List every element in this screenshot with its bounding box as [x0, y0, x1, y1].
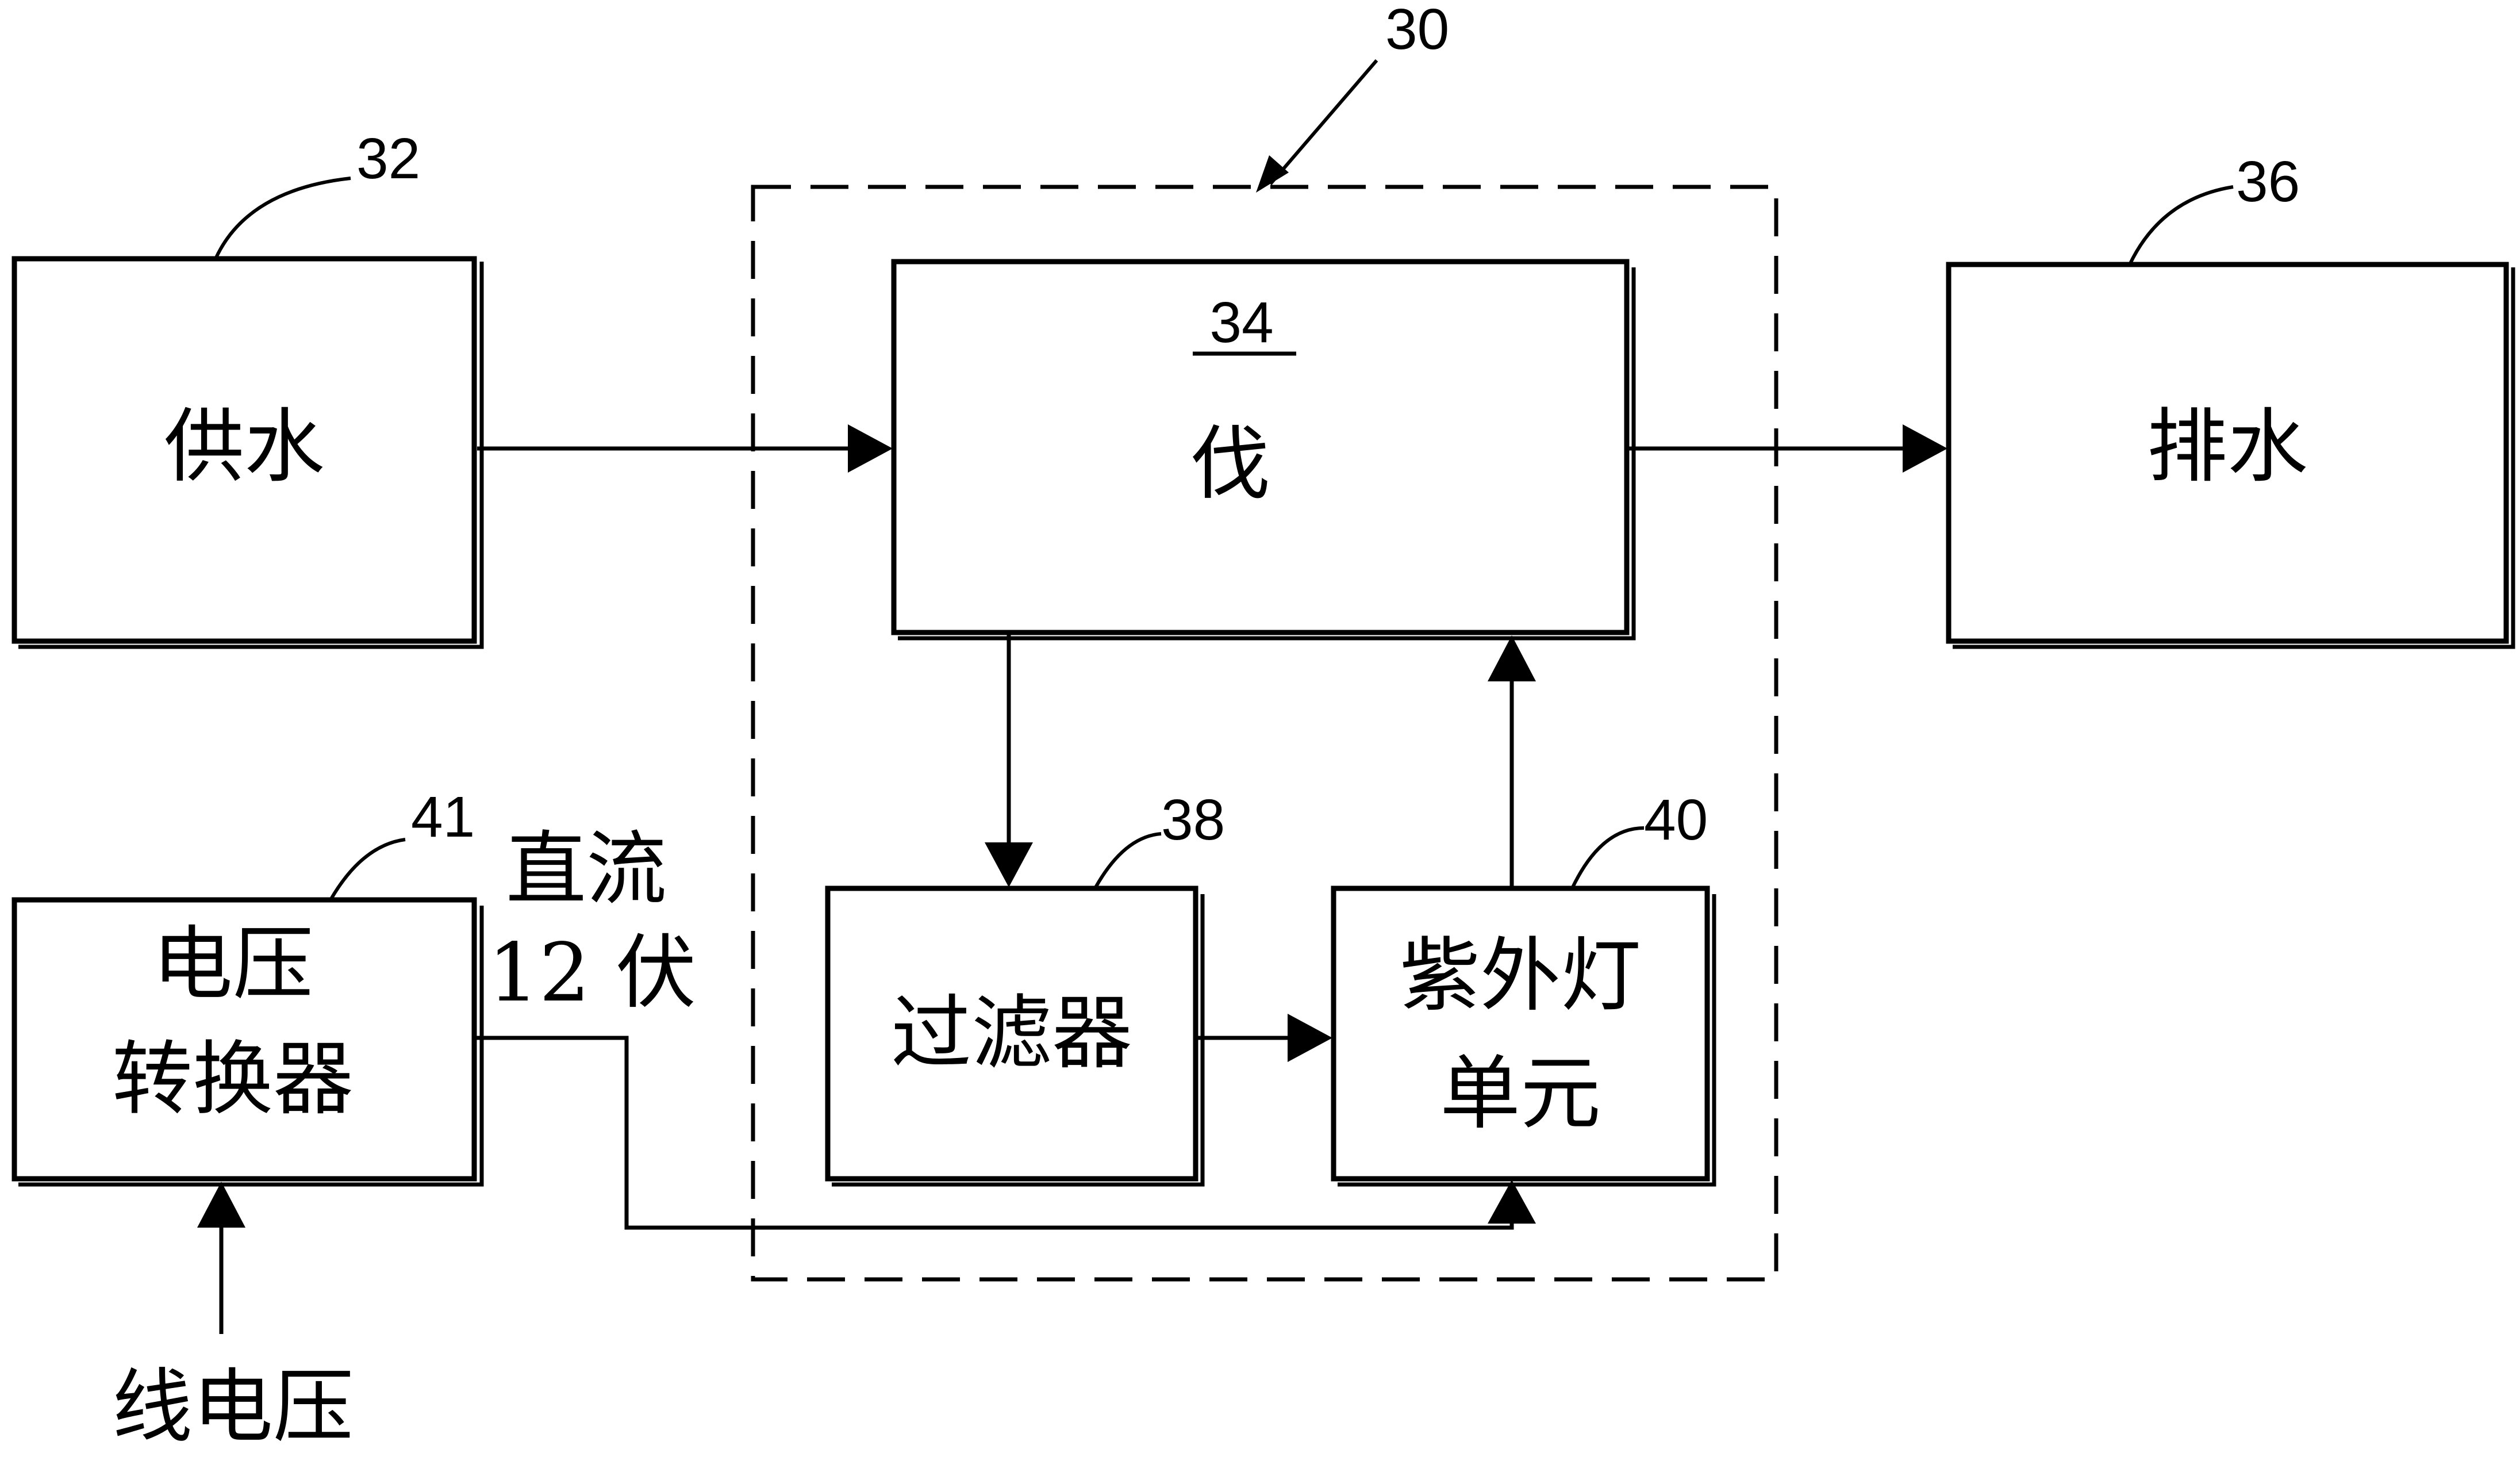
voltage-converter-ref-leader: [329, 838, 406, 901]
line-voltage-to-converter-arrowhead: [197, 1182, 245, 1228]
converter-to-uv-power-arrowhead: [1488, 1180, 1536, 1224]
filter-ref-leader: [1093, 832, 1162, 890]
voltage-converter-label-line1: 电压: [152, 918, 313, 1011]
voltage-converter-label-line2: 转换器: [112, 1033, 354, 1126]
water-supply-ref-number: 32: [356, 126, 420, 191]
water-supply-block: 供水: [11, 256, 484, 649]
supply-to-vessel-arrowhead: [848, 424, 893, 473]
system-boundary: [751, 185, 1778, 1282]
filter-ref-number: 38: [1161, 788, 1225, 852]
vessel-to-filter-arrowhead: [985, 842, 1033, 887]
uv-lamp-unit-label-line1: 紫外灯: [1400, 929, 1641, 1023]
water-supply-label: 供水: [164, 400, 325, 494]
uv-lamp-unit-block: 紫外灯 单元: [1331, 885, 1716, 1187]
uv-to-vessel-arrowhead: [1488, 635, 1536, 681]
uv-lamp-unit-ref-leader: [1570, 826, 1645, 890]
uv-lamp-unit-ref-number: 40: [1644, 788, 1708, 852]
system-ref-number: 30: [1385, 0, 1449, 62]
drain-block: 排水: [1946, 262, 2515, 649]
vessel-label: 伐: [1190, 417, 1270, 511]
filter-block: 过滤器: [825, 885, 1205, 1187]
voltage-converter-ref-number: 41: [411, 785, 475, 849]
line-voltage-label: 线电压: [112, 1360, 354, 1454]
drain-label: 排水: [2147, 400, 2308, 494]
uv-lamp-unit-label-line2: 单元: [1440, 1047, 1601, 1141]
filter-to-uv-arrowhead: [1288, 1014, 1332, 1062]
dc-voltage-label-line2: 12 伏: [488, 926, 697, 1020]
drain-ref-leader: [2128, 185, 2234, 266]
drain-ref-number: 36: [2236, 150, 2300, 214]
system-ref-arrowhead: [1256, 155, 1289, 193]
water-supply-ref-leader: [214, 177, 351, 260]
filter-label: 过滤器: [891, 987, 1132, 1080]
voltage-converter-block: 电压 转换器: [11, 897, 484, 1187]
dc-voltage-label-line1: 直流: [506, 823, 667, 917]
vessel-to-drain-arrowhead: [1903, 424, 1947, 473]
system-ref-leader: [1269, 59, 1378, 185]
vessel-block: 34 伐: [891, 259, 1636, 641]
vessel-ref-number: 34: [1209, 290, 1273, 355]
